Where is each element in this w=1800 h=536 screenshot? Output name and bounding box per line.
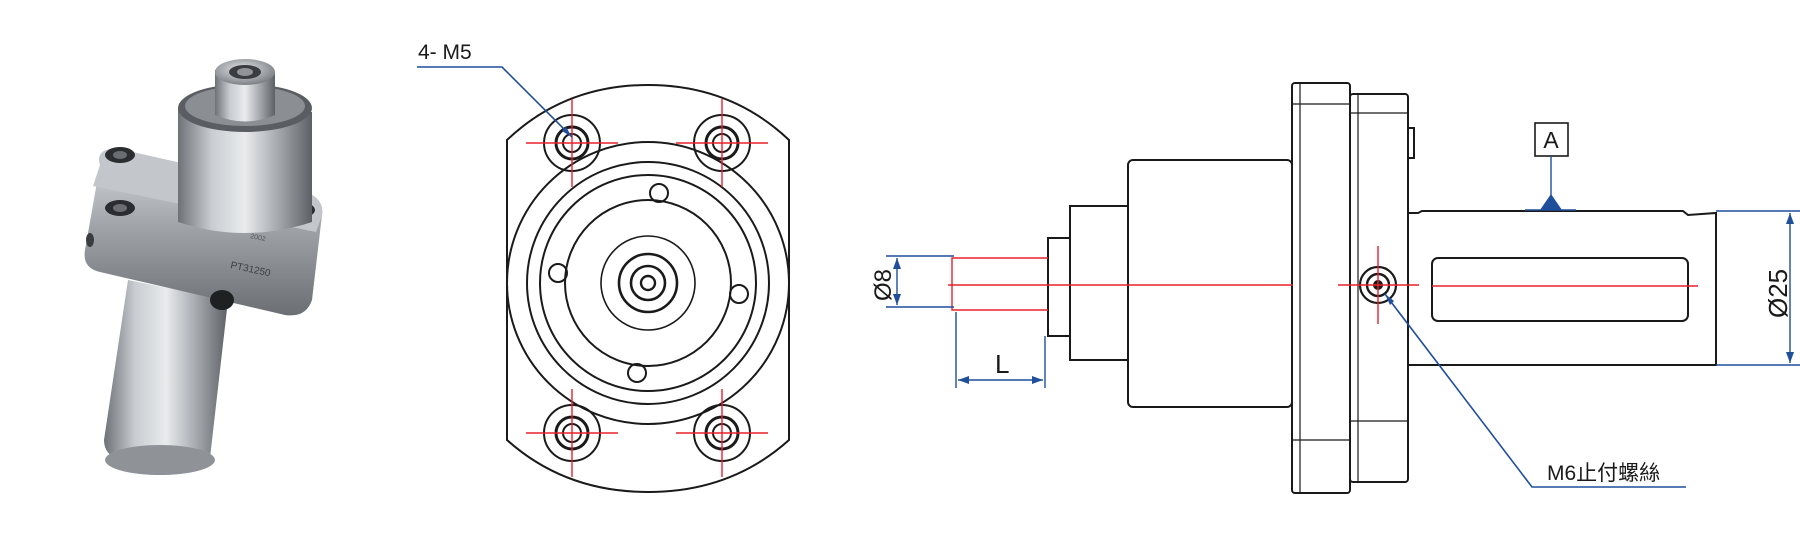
side-view [1047, 82, 1717, 494]
side-shank-flat [1431, 257, 1689, 322]
dim-length [955, 312, 1046, 388]
front-hub-bore [639, 274, 657, 292]
photo-hub [215, 59, 275, 122]
product-photo: PT31250 2002 [84, 59, 323, 475]
side-neck [1069, 205, 1129, 361]
front-outline [506, 83, 790, 494]
side-pilot [1047, 237, 1071, 337]
front-ring-2 [539, 174, 757, 392]
datum-a-label: A [1543, 127, 1559, 153]
front-hub-ring [617, 252, 679, 314]
front-pin-hole-top [649, 183, 669, 203]
screw-callout-label: M6止付螺絲 [1547, 462, 1660, 485]
screw-callout: M6止付螺絲 [1384, 293, 1686, 488]
dim-small-diameter-label: Ø8 [870, 269, 897, 301]
dim-shank-diameter-label: Ø25 [1763, 269, 1793, 318]
side-key [1407, 127, 1415, 159]
side-centerlines [948, 246, 1698, 324]
photo-shank [104, 280, 228, 475]
front-hub-inner [629, 264, 667, 302]
front-ring-3 [564, 199, 732, 367]
dim-length-label: L [995, 349, 1009, 379]
front-centerlines [526, 99, 768, 477]
front-pin-hole-left [548, 263, 568, 283]
photo-engraved-code: 2002 [250, 233, 267, 243]
dim-length-arrows [958, 376, 1043, 384]
dim-shank-diameter [1716, 210, 1800, 366]
front-callout: 4- M5 [417, 41, 573, 138]
front-ring-1 [526, 161, 770, 405]
front-pin-hole-right [729, 284, 749, 304]
callout-4-m5-label: 4- M5 [418, 41, 472, 64]
front-ring-4 [600, 235, 696, 331]
front-pin-hole-bottom [627, 363, 647, 383]
side-flange [1291, 82, 1351, 494]
side-body [1127, 159, 1293, 408]
dim-shank-diameter-arrows [1786, 213, 1794, 363]
dim-small-diameter-arrows [893, 258, 901, 305]
front-view [506, 83, 790, 494]
datum-a-marker: A [1525, 122, 1576, 211]
front-ring-outer [506, 141, 790, 425]
